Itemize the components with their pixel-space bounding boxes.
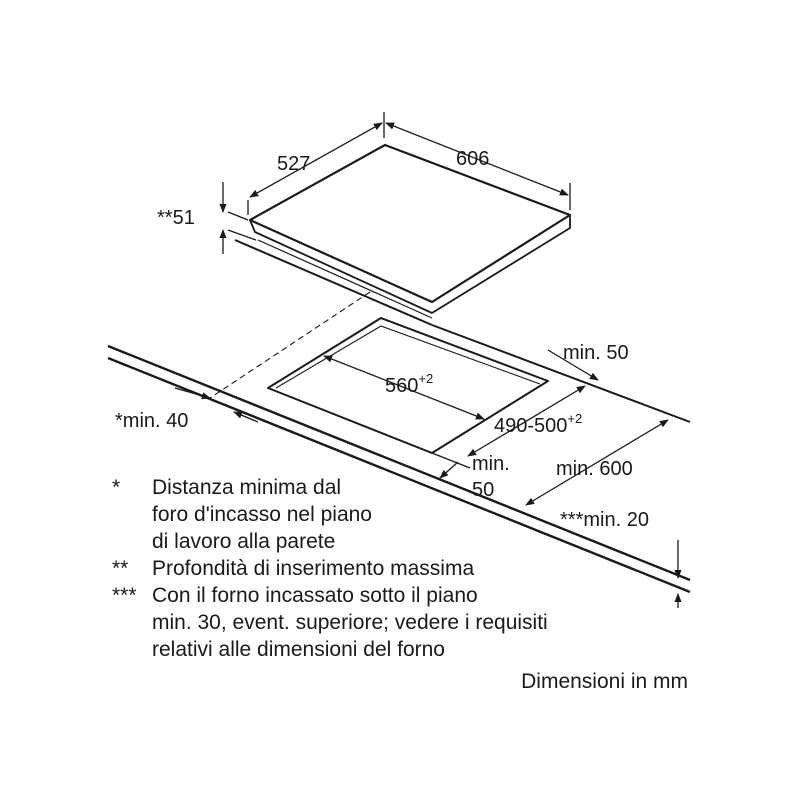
cutout-width-label: 560+2 — [385, 371, 433, 397]
note-3-line-2: min. 30, event. superiore; vedere i requ… — [152, 611, 548, 634]
cutout-drawing — [267, 317, 549, 454]
min-front-label-line1: min. — [472, 453, 510, 475]
note-1-line-1: Distanza minima dal — [152, 476, 341, 499]
depth-dimension — [247, 112, 385, 215]
hob-reference-line-right — [431, 324, 691, 423]
note-1-marker: * — [112, 476, 120, 499]
cutout-depth-label: 490-500+2 — [494, 411, 582, 437]
min-wall-label: *min. 40 — [115, 410, 188, 432]
note-1-line-2: foro d'incasso nel piano — [152, 503, 372, 526]
note-3-marker: *** — [112, 584, 137, 607]
note-2-line-1: Profondità di inserimento massima — [152, 557, 474, 580]
min-front-label-line2: 50 — [472, 479, 494, 501]
insertion-depth-label: **51 — [157, 207, 195, 229]
note-1-line-3: di lavoro alla parete — [152, 530, 335, 553]
width-label: 606 — [456, 148, 489, 170]
hob-thickness-edge — [249, 215, 571, 314]
note-3-line-3: relativi alle dimensioni del forno — [152, 638, 445, 661]
min-wall-dimension — [174, 387, 259, 423]
units-note: Dimensioni in mm — [521, 670, 688, 693]
hob-reference-line — [234, 239, 433, 326]
cutout-width-dimension — [323, 355, 485, 420]
min-worktop-thickness-label: ***min. 20 — [560, 509, 649, 531]
cutout-inner-edge — [275, 325, 541, 389]
note-2-marker: ** — [112, 557, 128, 580]
depth-label: 527 — [277, 153, 310, 175]
cutout-outline — [267, 317, 549, 454]
min-back-dimension — [547, 349, 599, 381]
note-3-line-1: Con il forno incassato sotto il piano — [152, 584, 478, 607]
min-back-label: min. 50 — [563, 342, 629, 364]
hob-underside-line — [257, 239, 433, 319]
min-front-dimension — [431, 452, 471, 479]
min-worktop-depth-dimension — [525, 419, 669, 506]
notes: * Distanza minima dal foro d'incasso nel… — [112, 476, 688, 693]
width-dimension — [385, 122, 571, 210]
min-worktop-depth-label: min. 600 — [556, 458, 633, 480]
worktop-back-edge — [107, 344, 691, 582]
projection-dashed-line — [209, 291, 371, 399]
insertion-depth-dimension — [219, 182, 257, 254]
